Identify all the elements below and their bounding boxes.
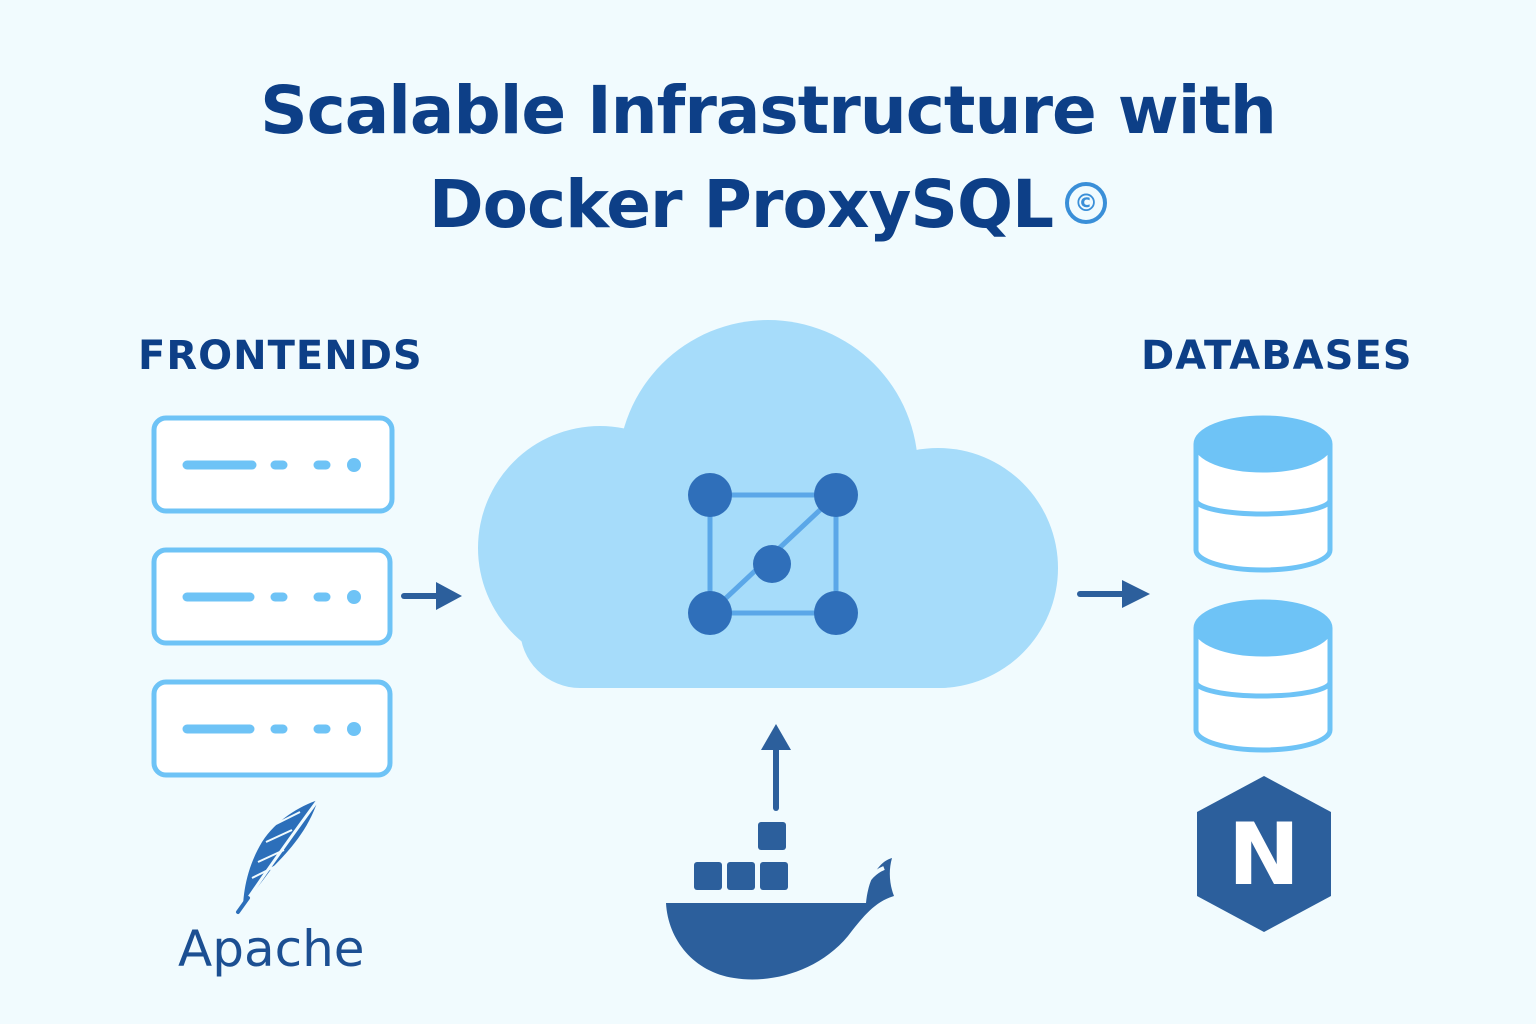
- arrow-proxy-to-databases: [1077, 580, 1150, 608]
- databases-label: DATABASES: [1141, 333, 1413, 379]
- docker-whale-icon: [666, 822, 894, 980]
- nginx-letter: N: [1228, 805, 1300, 905]
- server-icon: [151, 679, 393, 778]
- arrow-frontends-to-proxy: [401, 582, 462, 610]
- apache-label: Apache: [178, 920, 365, 978]
- database-icon: [1193, 599, 1333, 753]
- page-title-line2: Docker ProxySQL©: [0, 172, 1536, 238]
- server-icon: [151, 415, 395, 514]
- page-title-line1: Scalable Infrastructure with: [0, 78, 1536, 144]
- server-icon: [151, 547, 393, 646]
- cloud-icon: [478, 320, 1058, 688]
- arrow-docker-to-proxy: [761, 724, 791, 811]
- network-nodes-icon: [688, 473, 858, 635]
- nginx-icon: N: [1197, 776, 1331, 932]
- database-icon: [1193, 415, 1333, 573]
- frontends-label: FRONTENDS: [138, 333, 423, 379]
- title-text-line1: Scalable Infrastructure with: [260, 72, 1277, 149]
- frontend-servers: [151, 415, 395, 778]
- title-text-line2: Docker ProxySQL: [428, 166, 1054, 243]
- copyright-mark: ©: [1065, 181, 1108, 224]
- apache-feather-icon: [236, 799, 320, 914]
